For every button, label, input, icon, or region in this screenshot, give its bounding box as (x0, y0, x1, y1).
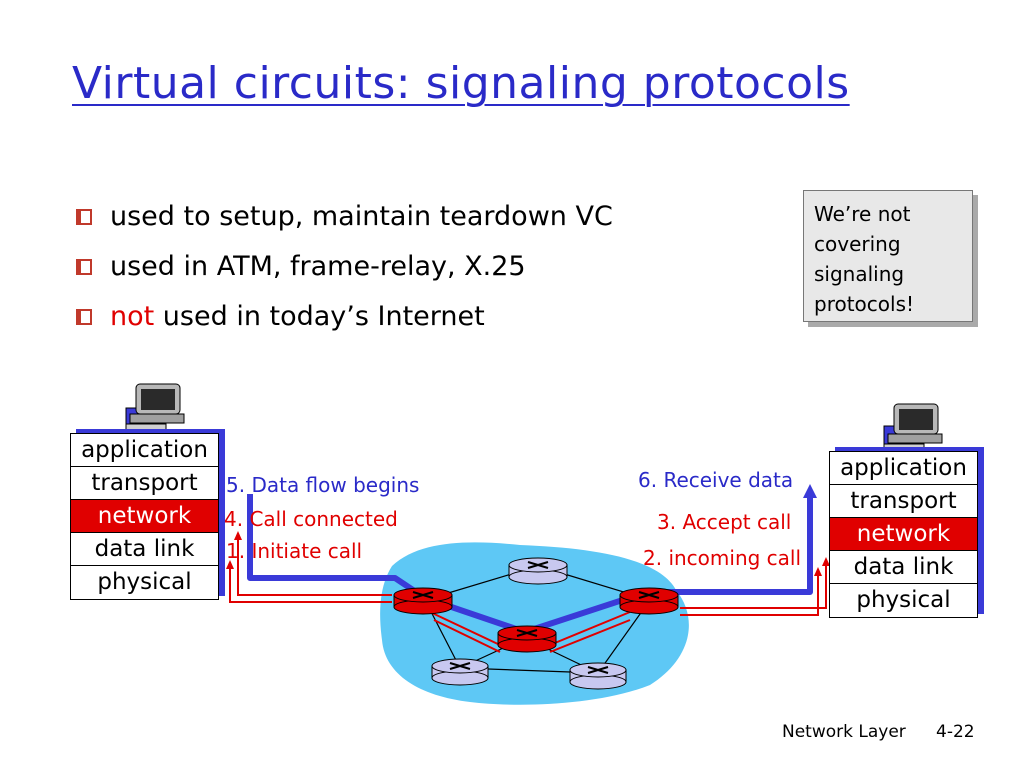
bullet-item: not used in today’s Internet (76, 292, 613, 342)
computer-icon-right (883, 403, 943, 451)
step-1-label: 1. Initiate call (226, 539, 363, 563)
stack-layer-network: network (71, 500, 218, 533)
router-icon-bottom-right (569, 662, 627, 690)
stack-layer-transport: transport (830, 485, 977, 518)
router-icon-bottom-left (431, 658, 489, 686)
stack-layer-application: application (830, 452, 977, 485)
footer-section: Network Layer (782, 722, 906, 742)
step-2-label: 2. incoming call (643, 546, 802, 570)
data-flow-path (247, 494, 813, 635)
computer-icon-left (125, 383, 185, 431)
stack-layer-network: network (830, 518, 977, 551)
stack-layer-data-link: data link (71, 533, 218, 566)
stack-layer-transport: transport (71, 467, 218, 500)
bullet-text: used in ATM, frame-relay, X.25 (110, 251, 526, 282)
footer-page-number: 4-22 (936, 722, 975, 742)
bullet-box-icon (76, 309, 92, 325)
bullet-item: used to setup, maintain teardown VC (76, 192, 613, 242)
bullet-list: used to setup, maintain teardown VC used… (76, 192, 613, 342)
note-box: We’re not covering signaling protocols! (803, 190, 973, 322)
step-6-label: 6. Receive data (638, 468, 794, 492)
step-4-label: 4. Call connected (224, 507, 398, 531)
router-icon-vc-right (619, 587, 679, 615)
stack-layer-physical: physical (856, 587, 951, 613)
bullet-box-icon (76, 209, 92, 225)
router-icon-vc-middle (497, 625, 557, 653)
step-3-label: 3. Accept call (657, 510, 792, 534)
slide-title: Virtual circuits: signaling protocols (72, 58, 850, 109)
step-5-label: 5. Data flow begins (226, 473, 420, 497)
bullet-text: used to setup, maintain teardown VC (110, 201, 613, 232)
bullet-box-icon (76, 259, 92, 275)
bullet-text: used in today’s Internet (154, 301, 485, 332)
signaling-arrowheads (226, 531, 830, 576)
stack-layer-physical: physical (97, 569, 192, 595)
stack-layer-data-link: data link (830, 551, 977, 584)
router-icon-vc-left (393, 587, 453, 615)
stack-layer-application: application (71, 434, 218, 467)
bullet-item: used in ATM, frame-relay, X.25 (76, 242, 613, 292)
bullet-emphasis: not (110, 301, 155, 332)
signaling-paths (229, 538, 827, 653)
router-icon-top (508, 557, 568, 585)
data-flow-arrowhead (803, 484, 817, 498)
